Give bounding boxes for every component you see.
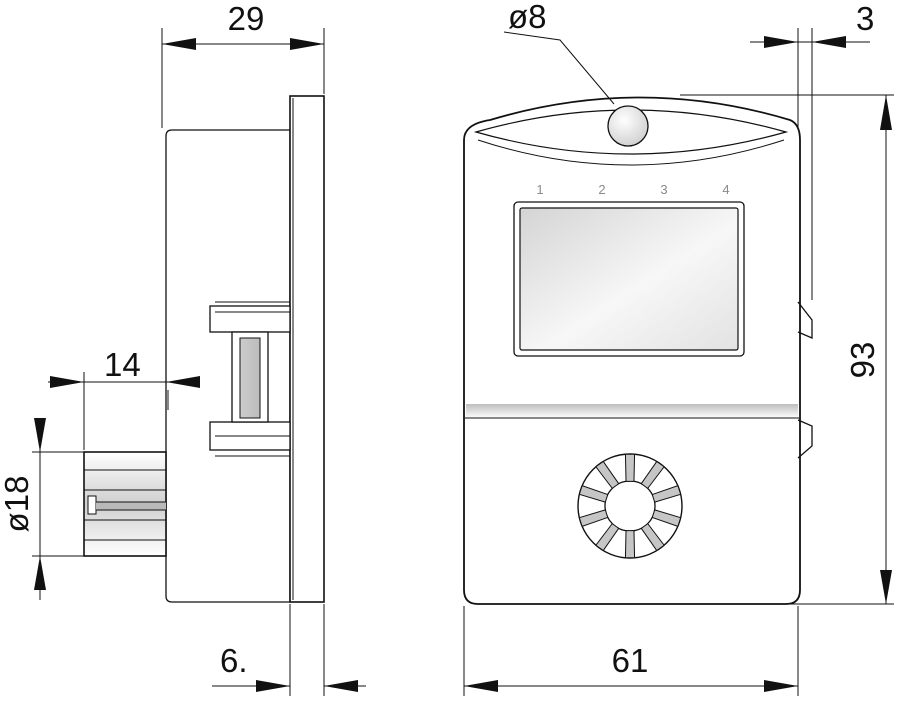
dim-front-thickness: 6. [220, 642, 248, 679]
dim-side-depth: 29 [228, 0, 265, 37]
right-clip-upper [797, 301, 813, 339]
knob-rib [651, 509, 682, 527]
led-indicator [607, 105, 649, 147]
dim-width: 61 [612, 642, 649, 679]
segment-label-1: 1 [536, 182, 543, 197]
knob-rib [640, 522, 665, 552]
dim-height: 93 [844, 342, 881, 379]
side-view [83, 95, 325, 603]
segment-label-4: 4 [722, 182, 729, 197]
knob-rib [624, 453, 636, 482]
knob-rib [624, 530, 636, 559]
segment-label-3: 3 [660, 182, 667, 197]
right-clip-lower [797, 419, 813, 459]
side-housing [165, 129, 291, 603]
dim-clip-offset: 3 [856, 0, 874, 37]
side-knob [83, 451, 167, 557]
segment-label-2: 2 [598, 182, 605, 197]
side-front-plate [289, 95, 325, 603]
side-clip [209, 301, 291, 457]
knob-rib [595, 522, 620, 552]
knob-rib [578, 509, 609, 527]
dim-knob-diameter: ø18 [0, 476, 35, 533]
dim-led-diameter: ø8 [508, 0, 547, 35]
dim-knob-protrusion: 14 [104, 346, 141, 383]
knob-rib [595, 460, 620, 490]
display-window [519, 207, 739, 351]
knob-rib [640, 460, 665, 490]
knob-rib [578, 485, 609, 503]
front-divider-band [466, 404, 798, 418]
front-view: 1 2 3 4 [463, 96, 813, 605]
front-adjust-knob [577, 453, 683, 559]
knob-rib [651, 485, 682, 503]
